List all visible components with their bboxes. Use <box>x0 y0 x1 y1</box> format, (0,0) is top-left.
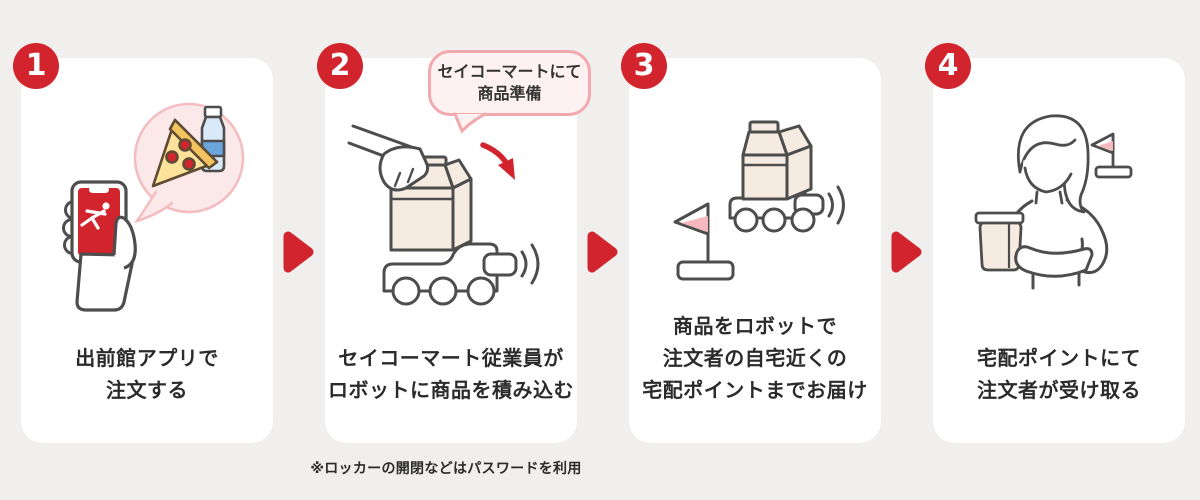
caption-line: 出前館アプリで <box>75 346 219 370</box>
robot-loading-icon <box>347 124 540 306</box>
phone-screen <box>78 188 120 256</box>
caption-line: 宅配ポイントにて <box>977 346 1141 370</box>
delivery-robot <box>382 242 540 306</box>
customer-pickup-icon <box>974 114 1133 290</box>
delivery-point-flag-icon <box>673 202 735 281</box>
gripping-hand <box>378 145 430 192</box>
caption-line: ロボットに商品を積み込む <box>328 378 574 402</box>
hand-holding-phone <box>62 180 137 312</box>
step-number-badge-1: 1 <box>13 43 59 89</box>
holding-arm <box>1014 245 1094 278</box>
step-number: 2 <box>329 48 351 83</box>
food-speech-bubble <box>133 102 245 224</box>
step-card-1: 出前館アプリで 注文する <box>21 58 273 443</box>
caption-line: セイコーマート従業員が <box>338 346 564 370</box>
signal-waves-icon <box>520 243 540 285</box>
delivery-app-logo <box>80 202 110 230</box>
next-step-arrow-icon <box>283 231 314 273</box>
next-step-arrow-icon <box>891 231 922 273</box>
caption-line: 商品をロボットで <box>673 314 837 338</box>
step-number: 1 <box>25 48 47 83</box>
step-number-badge-3: 3 <box>621 43 667 89</box>
caption-line: 注文する <box>106 378 188 402</box>
step-number: 3 <box>633 48 655 83</box>
signal-waves-icon <box>827 185 845 225</box>
smartphone-order-icon <box>62 102 245 312</box>
step-caption: 商品をロボットで 注文者の自宅近くの 宅配ポイントまでお届け <box>629 310 881 406</box>
step-card-2: セイコーマート従業員が ロボットに商品を積み込む <box>325 58 577 443</box>
caption-line: 注文者の自宅近くの <box>662 346 848 370</box>
caption-line: 注文者が受け取る <box>977 378 1141 402</box>
step-caption: 宅配ポイントにて 注文者が受け取る <box>933 342 1185 406</box>
bubble-line: セイコーマートにて <box>437 62 582 81</box>
robot-delivery-icon <box>673 120 845 281</box>
pizza-icon <box>151 118 219 188</box>
step-number-badge-4: 4 <box>925 43 971 89</box>
loading-direction-arrow-icon <box>480 142 515 180</box>
step-number: 4 <box>937 48 959 83</box>
package-carton <box>974 211 1025 272</box>
speech-bubble-tail <box>453 112 487 134</box>
step-caption: セイコーマート従業員が ロボットに商品を積み込む <box>325 342 577 406</box>
delivery-point-flag-icon <box>1090 132 1133 179</box>
footnote: ※ロッカーの開閉などはパスワードを利用 <box>310 461 582 477</box>
next-step-arrow-icon <box>587 231 618 273</box>
package-carton <box>741 120 813 201</box>
speech-bubble: セイコーマートにて 商品準備 <box>428 50 591 116</box>
step-card-3: 商品をロボットで 注文者の自宅近くの 宅配ポイントまでお届け <box>629 58 881 443</box>
step-caption: 出前館アプリで 注文する <box>21 342 273 406</box>
caption-line: 宅配ポイントまでお届け <box>642 378 868 402</box>
bubble-line: 商品準備 <box>477 84 542 103</box>
step-number-badge-2: 2 <box>317 43 363 89</box>
step-card-4: 宅配ポイントにて 注文者が受け取る <box>933 58 1185 443</box>
